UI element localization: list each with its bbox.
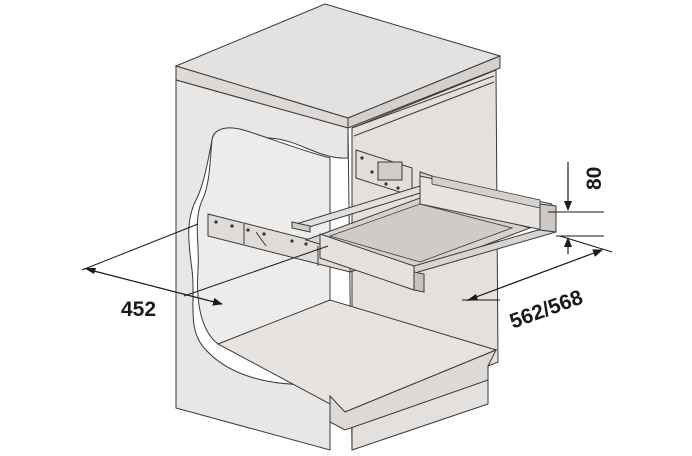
right-mounting-bracket xyxy=(355,149,413,197)
countertop xyxy=(174,3,502,129)
drawer xyxy=(291,171,557,293)
depth-label: 452 xyxy=(121,298,156,321)
depth-dimension: 452 xyxy=(81,223,329,321)
width-label: 562/568 xyxy=(507,286,586,334)
height-label: 80 xyxy=(583,167,606,190)
height-dimension: 80 xyxy=(548,162,606,254)
